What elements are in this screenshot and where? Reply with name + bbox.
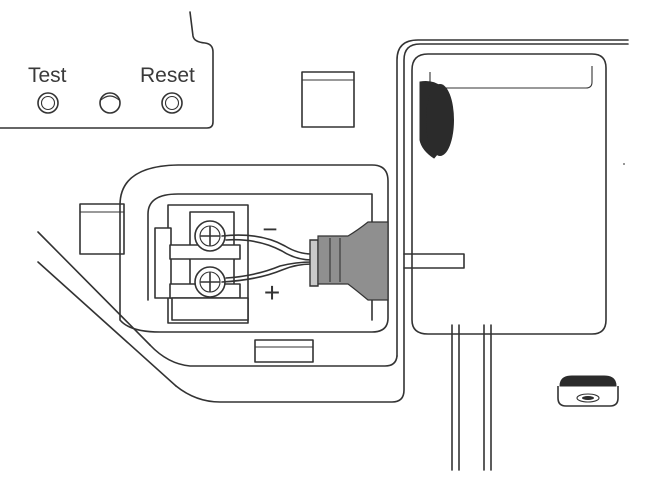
latch-tab	[254, 339, 314, 363]
power-plug	[309, 221, 389, 301]
screw-positive-icon	[194, 266, 226, 298]
left-square-block	[79, 203, 125, 255]
minus-label: −	[262, 214, 277, 244]
plus-label: +	[264, 277, 280, 308]
top-square-block	[301, 71, 355, 128]
test-label: Test	[28, 64, 67, 87]
indicator-light	[99, 92, 121, 114]
reset-button[interactable]	[161, 92, 183, 114]
housing-outline	[37, 39, 629, 403]
adapter-cable	[451, 324, 492, 471]
cable-clip	[557, 375, 619, 407]
power-adapter	[403, 53, 607, 335]
reset-label: Reset	[140, 64, 195, 87]
screw-negative-icon	[194, 220, 226, 252]
test-button[interactable]	[37, 92, 59, 114]
wires	[221, 234, 313, 283]
control-panel: Test Reset	[0, 11, 214, 129]
terminal-compartment	[119, 164, 389, 333]
speck	[623, 163, 625, 165]
